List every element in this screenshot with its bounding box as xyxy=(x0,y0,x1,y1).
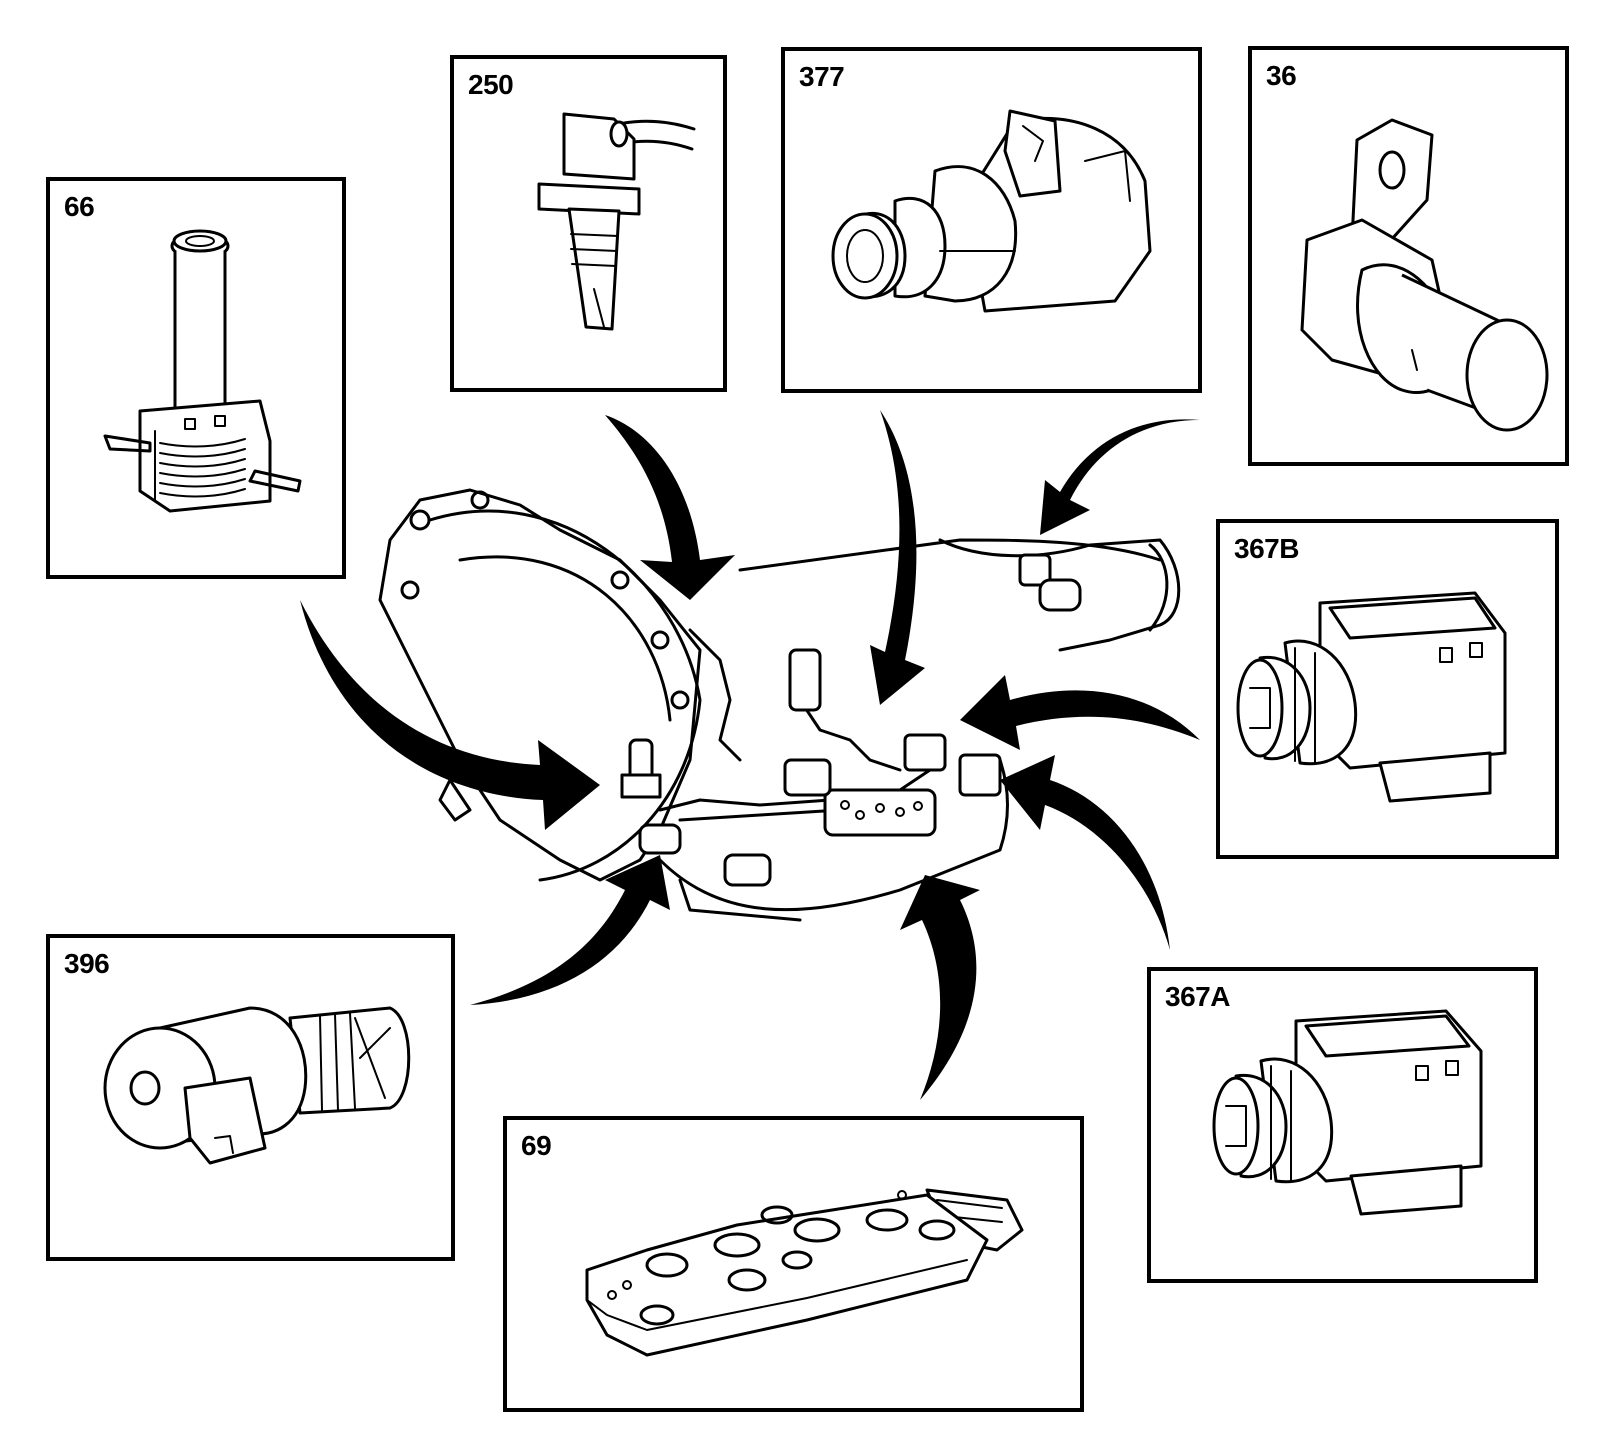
panel-label: 36 xyxy=(1266,60,1297,91)
panel-label: 250 xyxy=(468,69,514,100)
pressure-switch-manifold-illustration xyxy=(585,1188,1024,1357)
panel-label: 367B xyxy=(1234,533,1299,564)
panel-label: 377 xyxy=(799,61,845,92)
panel-label: 396 xyxy=(64,948,110,979)
panel-396: 396 xyxy=(46,934,455,1261)
speed-sensor-illustration xyxy=(537,112,696,331)
panel-label: 69 xyxy=(521,1130,552,1161)
arrow-36 xyxy=(1040,419,1200,535)
panel-66: 66 xyxy=(46,177,346,579)
pointer-arrows xyxy=(300,410,1200,1100)
arrow-367B xyxy=(960,675,1200,750)
arrow-377 xyxy=(870,410,925,705)
transmission-case xyxy=(378,488,1181,922)
panel-367A: 367A xyxy=(1147,967,1538,1283)
arrow-66 xyxy=(300,600,600,830)
panel-label: 367A xyxy=(1165,981,1230,1012)
valve-body-harness xyxy=(620,553,1082,887)
output-speed-sensor-illustration xyxy=(1300,118,1549,432)
arrow-69 xyxy=(900,875,980,1100)
shift-solenoid-a-illustration xyxy=(1212,1009,1483,1216)
arrow-250 xyxy=(605,415,735,600)
panel-377: 377 xyxy=(781,47,1202,393)
panel-367B: 367B xyxy=(1216,519,1559,859)
tcc-solenoid-illustration xyxy=(103,1006,411,1165)
panel-label: 66 xyxy=(64,191,95,222)
pressure-control-solenoid-illustration xyxy=(831,109,1152,313)
panel-250: 250 xyxy=(450,55,727,392)
shift-solenoid-b-illustration xyxy=(1236,591,1507,803)
solenoid-illustration xyxy=(103,229,302,513)
arrow-396 xyxy=(470,855,670,1005)
arrow-367A xyxy=(1000,755,1170,950)
panel-69: 69 xyxy=(503,1116,1084,1412)
panel-36: 36 xyxy=(1248,46,1569,466)
